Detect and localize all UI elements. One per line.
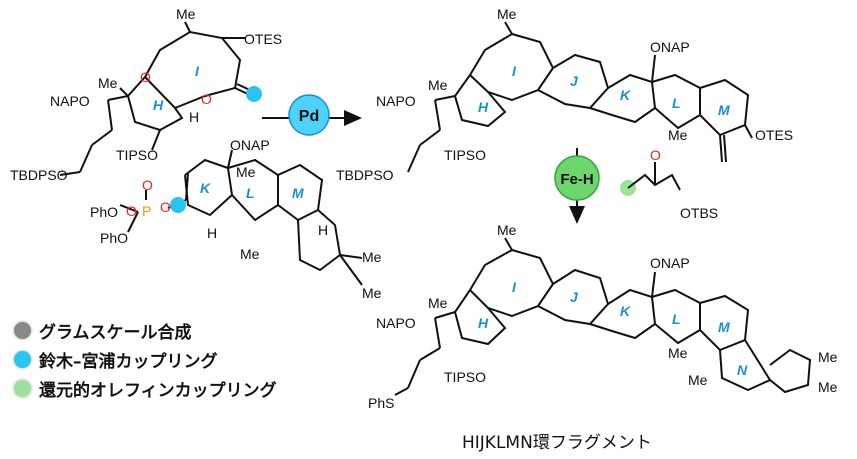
hi-ring-fragment <box>59 21 253 176</box>
svg-text:H: H <box>478 315 489 331</box>
svg-text:M: M <box>718 102 730 118</box>
hi-atom-labels: Me OTES O O NAPO Me TIPSO TBDPSO H <box>10 6 282 183</box>
svg-text:H: H <box>207 225 217 241</box>
pd-catalyst-badge: Pd <box>288 94 330 136</box>
svg-text:ONAP: ONAP <box>650 255 690 271</box>
svg-text:Me: Me <box>176 6 196 22</box>
svg-text:Pd: Pd <box>299 108 319 125</box>
svg-text:K: K <box>200 180 211 196</box>
legend-label: グラムスケール合成 <box>39 323 192 343</box>
legend-label: 鈴木–宮浦カップリング <box>39 352 218 372</box>
svg-text:NAPO: NAPO <box>376 315 416 331</box>
svg-text:Me: Me <box>818 349 838 365</box>
hijklm-ring-labels: I J K H L M <box>478 63 730 118</box>
svg-text:H: H <box>189 109 199 125</box>
svg-text:Me: Me <box>668 345 688 361</box>
green-dot-icon <box>14 380 31 397</box>
svg-text:OTES: OTES <box>755 127 793 143</box>
enone-reagent: O OTBS <box>620 147 718 221</box>
svg-text:PhO: PhO <box>100 230 128 246</box>
svg-text:I: I <box>512 279 517 295</box>
svg-text:Me: Me <box>98 75 118 91</box>
svg-text:Me: Me <box>688 372 708 388</box>
svg-text:TBDPSO: TBDPSO <box>336 167 394 183</box>
svg-text:TBDPSO: TBDPSO <box>10 167 68 183</box>
suzuki-site-dot <box>246 86 262 102</box>
svg-text:Me: Me <box>240 246 260 262</box>
svg-text:TIPSO: TIPSO <box>116 147 158 163</box>
svg-text:O: O <box>650 147 661 163</box>
legend-gram-scale: グラムスケール合成 <box>14 318 192 343</box>
svg-text:Me: Me <box>362 285 382 301</box>
svg-text:OTES: OTES <box>244 31 282 47</box>
svg-text:H: H <box>478 99 489 115</box>
svg-text:K: K <box>620 303 631 319</box>
svg-text:O: O <box>201 91 212 107</box>
svg-text:O: O <box>126 203 137 219</box>
svg-text:Me: Me <box>497 222 517 238</box>
svg-text:Me: Me <box>668 127 688 143</box>
klm-ring-labels: K L M <box>200 180 304 201</box>
svg-text:K: K <box>620 87 631 103</box>
fragment-caption: HIJKLMN環フラグメント <box>462 433 652 453</box>
svg-text:M: M <box>718 319 730 335</box>
svg-text:Me: Me <box>428 77 448 93</box>
svg-text:OTBS: OTBS <box>680 205 718 221</box>
svg-text:P: P <box>142 203 151 219</box>
svg-text:L: L <box>246 185 255 201</box>
svg-text:Fe-H: Fe-H <box>560 171 593 188</box>
legend-reductive-coupling: 還元的オレフィンカップリング <box>14 376 277 401</box>
svg-text:J: J <box>570 73 579 89</box>
svg-text:I: I <box>195 63 200 79</box>
svg-text:ONAP: ONAP <box>650 39 690 55</box>
svg-text:TIPSO: TIPSO <box>444 369 486 385</box>
svg-text:H: H <box>153 97 164 113</box>
svg-text:L: L <box>672 95 681 111</box>
hijklmn-atom-labels: Me ONAP NAPO Me TIPSO PhS Me Me Me Me <box>368 222 838 411</box>
svg-text:Me: Me <box>236 164 256 180</box>
hijklmn-fragment <box>394 237 812 396</box>
klm-atom-labels: ONAP Me PhO PhO P O O O Me Me Me H H <box>90 137 382 301</box>
svg-text:O: O <box>140 69 151 85</box>
hijklm-atom-labels: Me ONAP NAPO Me TIPSO TBDPSO OTES Me <box>336 6 793 183</box>
svg-text:N: N <box>737 362 748 378</box>
cyan-dot-icon <box>14 351 31 368</box>
svg-text:PhO: PhO <box>90 204 118 220</box>
svg-text:TIPSO: TIPSO <box>444 147 486 163</box>
feh-catalyst-badge: Fe-H <box>554 155 600 201</box>
svg-text:J: J <box>570 289 579 305</box>
svg-text:I: I <box>512 63 517 79</box>
svg-text:NAPO: NAPO <box>50 93 90 109</box>
klm-phosphate-fragment <box>119 149 363 286</box>
svg-text:Me: Me <box>818 379 838 395</box>
legend-suzuki: 鈴木–宮浦カップリング <box>14 347 218 372</box>
svg-text:Me: Me <box>362 249 382 265</box>
svg-text:L: L <box>672 311 681 327</box>
svg-text:H: H <box>318 222 328 238</box>
hijklmn-ring-labels: I J K H L M N <box>478 279 748 378</box>
svg-text:NAPO: NAPO <box>376 93 416 109</box>
svg-text:Me: Me <box>497 6 517 22</box>
suzuki-site-dot <box>170 197 186 213</box>
svg-text:O: O <box>160 199 171 215</box>
svg-text:O: O <box>142 177 153 193</box>
svg-text:M: M <box>292 185 304 201</box>
hi-ring-labels: I H <box>153 63 200 113</box>
hijklm-fragment <box>407 21 753 173</box>
gray-dot-icon <box>14 322 31 339</box>
legend-label: 還元的オレフィンカップリング <box>39 381 277 401</box>
svg-text:ONAP: ONAP <box>230 137 270 153</box>
svg-text:Me: Me <box>428 295 448 311</box>
svg-text:PhS: PhS <box>368 395 394 411</box>
